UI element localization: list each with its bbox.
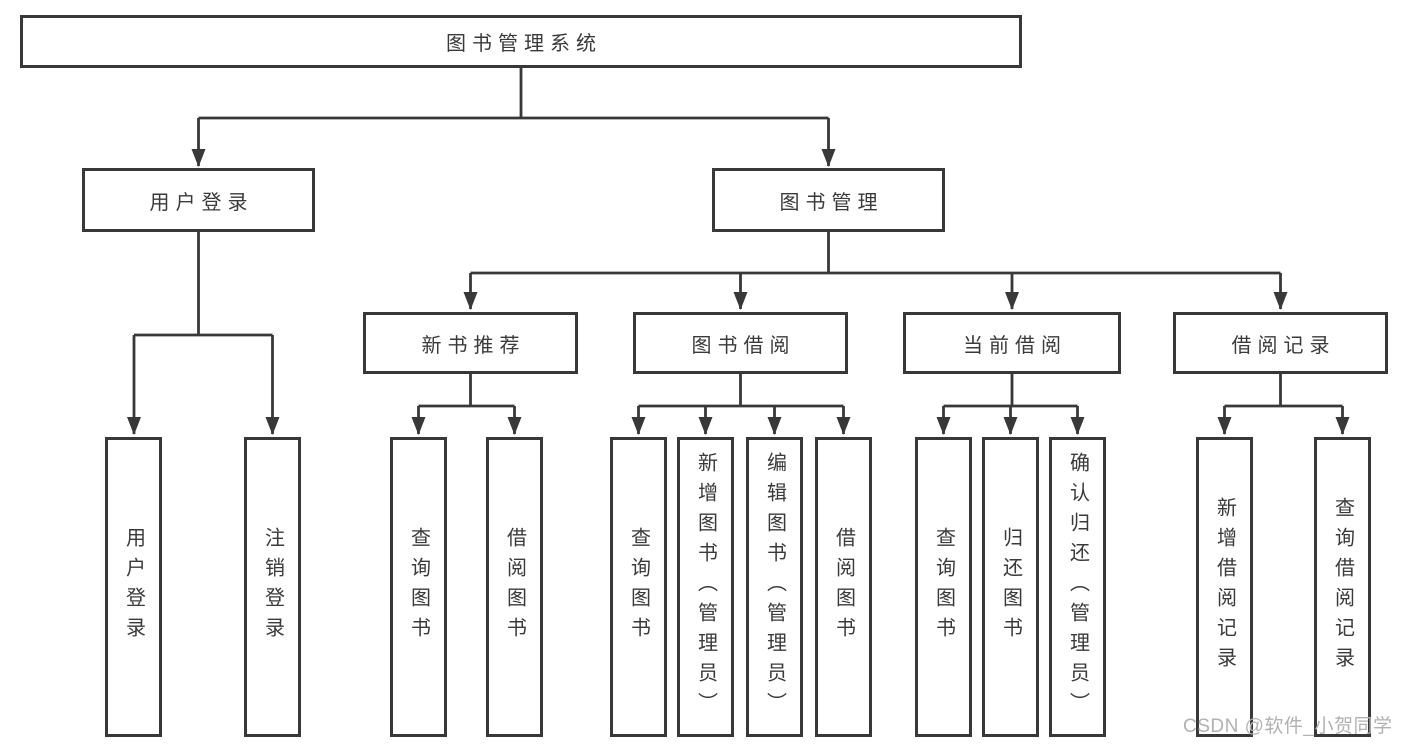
leaf-records-add-record-label: 新增借阅记录 xyxy=(1213,497,1236,677)
leaf-current-return-books: 归还图书 xyxy=(982,437,1039,737)
node-new-book-recommend: 新书推荐 xyxy=(363,312,578,374)
node-user-login: 用户登录 xyxy=(82,168,315,232)
leaf-records-query-record: 查询借阅记录 xyxy=(1314,437,1371,737)
leaf-newrec-query-books: 查询图书 xyxy=(390,437,447,737)
node-current-borrow-label: 当前借阅 xyxy=(963,334,1067,357)
connector-new-book-recommend-children xyxy=(411,374,522,435)
leaf-borrow-add-books-admin-label: 新增图书（管理员） xyxy=(694,452,717,722)
leaf-borrow-query-books: 查询图书 xyxy=(610,437,667,737)
node-user-login-label: 用户登录 xyxy=(149,191,254,214)
node-book-borrow-label: 图书借阅 xyxy=(691,334,796,357)
node-borrow-records-label: 借阅记录 xyxy=(1231,334,1336,357)
node-current-borrow: 当前借阅 xyxy=(903,312,1121,374)
connector-book-management-children xyxy=(463,232,1288,310)
connector-root-to-level2 xyxy=(191,68,836,167)
node-new-book-recommend-label: 新书推荐 xyxy=(421,334,526,357)
leaf-borrow-edit-books-admin-label: 编辑图书（管理员） xyxy=(763,452,786,722)
connector-current-borrow-children xyxy=(936,374,1085,435)
node-borrow-records: 借阅记录 xyxy=(1173,312,1388,374)
node-root-label: 图书管理系统 xyxy=(446,33,602,55)
connector-borrow-records-children xyxy=(1217,374,1350,435)
leaf-newrec-query-books-label: 查询图书 xyxy=(407,527,430,647)
leaf-user-login: 用户登录 xyxy=(105,437,162,737)
leaf-user-login-label: 用户登录 xyxy=(122,527,145,647)
node-book-management: 图书管理 xyxy=(712,168,945,232)
leaf-records-add-record: 新增借阅记录 xyxy=(1196,437,1253,737)
leaf-logout-label: 注销登录 xyxy=(261,527,284,647)
leaf-current-confirm-return-admin-label: 确认归还（管理员） xyxy=(1066,452,1089,722)
leaf-borrow-add-books-admin: 新增图书（管理员） xyxy=(677,437,734,737)
node-book-borrow: 图书借阅 xyxy=(633,312,848,374)
watermark: CSDN @软件_小贺同学 xyxy=(1183,716,1393,737)
leaf-borrow-borrow-books-label: 借阅图书 xyxy=(832,527,855,647)
node-root: 图书管理系统 xyxy=(20,15,1022,68)
connector-book-borrow-children xyxy=(631,374,851,435)
connector-user-login-children xyxy=(127,232,280,435)
node-book-management-label: 图书管理 xyxy=(779,191,884,214)
leaf-newrec-borrow-books: 借阅图书 xyxy=(486,437,543,737)
leaf-logout: 注销登录 xyxy=(244,437,301,737)
leaf-current-query-books-label: 查询图书 xyxy=(932,527,955,647)
leaf-current-query-books: 查询图书 xyxy=(915,437,972,737)
leaf-borrow-borrow-books: 借阅图书 xyxy=(815,437,872,737)
leaf-current-return-books-label: 归还图书 xyxy=(999,527,1022,647)
leaf-current-confirm-return-admin: 确认归还（管理员） xyxy=(1049,437,1106,737)
leaf-newrec-borrow-books-label: 借阅图书 xyxy=(503,527,526,647)
leaf-records-query-record-label: 查询借阅记录 xyxy=(1331,497,1354,677)
leaf-borrow-edit-books-admin: 编辑图书（管理员） xyxy=(746,437,803,737)
leaf-borrow-query-books-label: 查询图书 xyxy=(627,527,650,647)
